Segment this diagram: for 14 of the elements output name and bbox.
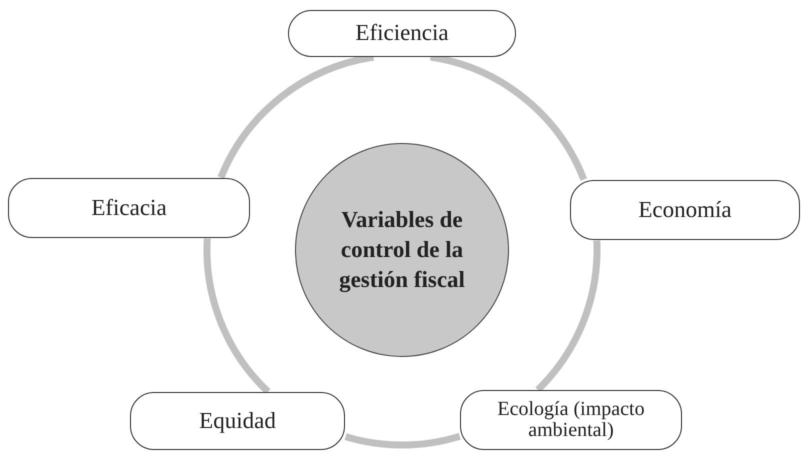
rounded-box xyxy=(8,178,250,238)
node-label: Eficacia xyxy=(91,196,167,220)
ring-arc xyxy=(344,432,461,448)
rounded-box xyxy=(460,390,682,450)
node-label: Equidad xyxy=(199,408,276,434)
node-label: Economía xyxy=(638,198,732,222)
node-label: Ecología (impacto ambiental) xyxy=(496,399,646,441)
ring-arc xyxy=(535,240,600,392)
node-label: Variables de control de la gestión fiscal xyxy=(338,206,466,294)
rounded-box xyxy=(570,180,800,240)
rounded-box xyxy=(130,392,345,450)
ring-arc xyxy=(204,238,271,394)
rounded-box xyxy=(288,10,516,57)
node-label: Eficiencia xyxy=(355,21,449,46)
